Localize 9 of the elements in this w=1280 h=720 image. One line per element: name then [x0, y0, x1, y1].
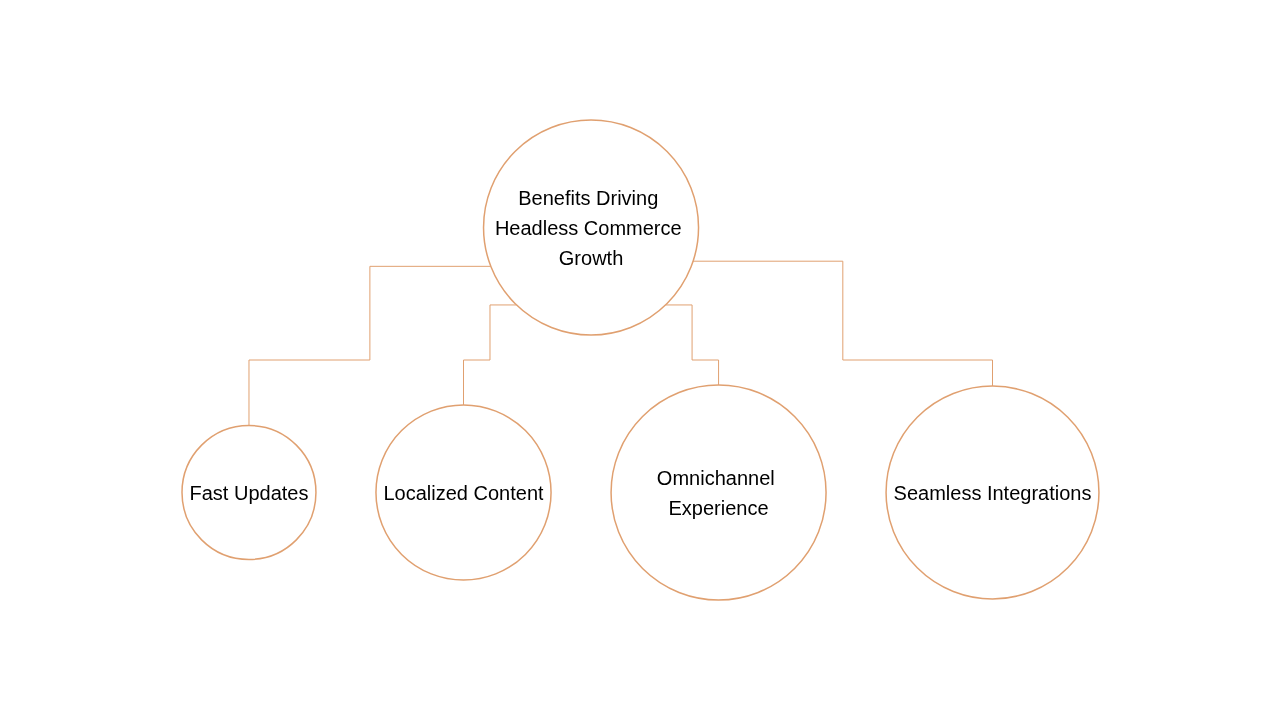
node-circle: Fast Updates — [180, 424, 317, 561]
connector — [462, 304, 517, 406]
connector — [664, 304, 719, 386]
connector — [692, 260, 993, 387]
node-circle: Seamless Integrations — [884, 385, 1100, 600]
node-circle: Omnichannel Experience — [609, 384, 827, 601]
node-circle: Benefits Driving Headless Commerce Growth — [482, 119, 699, 336]
node-circle: Localized Content — [374, 404, 552, 581]
connector — [248, 265, 491, 426]
